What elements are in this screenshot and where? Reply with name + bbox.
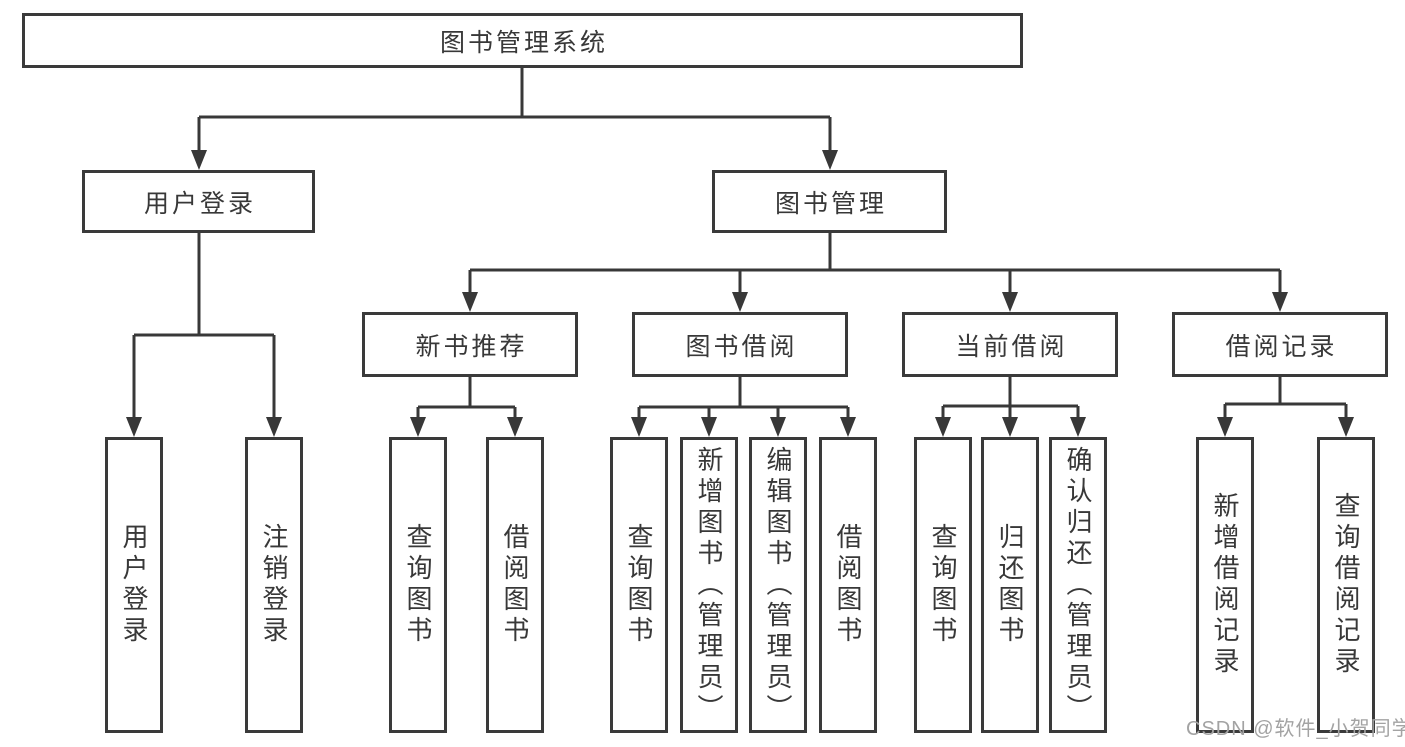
node-label: 查询图书 <box>624 523 654 647</box>
connector-bookborrow-to-leaves <box>631 377 856 437</box>
connector-root-to-level2 <box>191 68 838 170</box>
connector-borrowrecords-to-leaves <box>1217 377 1354 437</box>
leaf-add-books-admin: 新增图书（管理员） <box>680 437 738 733</box>
leaf-query-borrow-record: 查询借阅记录 <box>1317 437 1375 733</box>
leaf-borrow-books-recommend: 借阅图书 <box>486 437 544 733</box>
node-label: 用户登录 <box>143 189 256 218</box>
watermark-csdn: CSDN @软件_小贺同学 <box>1186 718 1405 740</box>
node-label: 新增图书（管理员） <box>694 445 724 725</box>
node-label: 查询图书 <box>403 523 433 647</box>
connector-currentborrow-to-leaves <box>935 377 1086 437</box>
leaf-add-borrow-record: 新增借阅记录 <box>1196 437 1254 733</box>
node-label: 新书推荐 <box>415 332 528 361</box>
node-label: 用户登录 <box>119 523 149 647</box>
connector-newbook-to-leaves <box>410 377 523 437</box>
leaf-query-books-current: 查询图书 <box>914 437 972 733</box>
node-user-login: 用户登录 <box>82 170 315 233</box>
leaf-user-login: 用户登录 <box>105 437 163 733</box>
node-label: 图书管理 <box>774 189 887 218</box>
node-library-management-system: 图书管理系统 <box>22 13 1023 68</box>
node-label: 注销登录 <box>259 523 289 647</box>
node-book-management: 图书管理 <box>712 170 947 233</box>
leaf-query-books-borrow: 查询图书 <box>610 437 668 733</box>
node-label: 查询借阅记录 <box>1331 492 1361 678</box>
node-label: 图书借阅 <box>685 332 798 361</box>
leaf-edit-books-admin: 编辑图书（管理员） <box>749 437 807 733</box>
leaf-borrow-books: 借阅图书 <box>819 437 877 733</box>
node-label: 查询图书 <box>928 523 958 647</box>
node-borrowing-records: 借阅记录 <box>1172 312 1388 377</box>
connector-userlogin-to-leaves <box>126 233 282 437</box>
node-label: 借阅图书 <box>833 523 863 647</box>
node-label: 归还图书 <box>995 523 1025 647</box>
node-label: 借阅记录 <box>1225 332 1338 361</box>
node-label: 新增借阅记录 <box>1210 492 1240 678</box>
node-label: 图书管理系统 <box>439 28 608 57</box>
node-current-borrowing: 当前借阅 <box>902 312 1118 377</box>
node-label: 当前借阅 <box>955 332 1068 361</box>
connector-bookmgmt-to-level3 <box>462 233 1288 312</box>
node-label: 借阅图书 <box>500 523 530 647</box>
leaf-query-books-recommend: 查询图书 <box>389 437 447 733</box>
node-book-borrowing: 图书借阅 <box>632 312 848 377</box>
leaf-return-books: 归还图书 <box>981 437 1039 733</box>
node-label: 确认归还（管理员） <box>1063 445 1093 725</box>
leaf-confirm-return-admin: 确认归还（管理员） <box>1049 437 1107 733</box>
node-new-book-recommendation: 新书推荐 <box>362 312 578 377</box>
node-label: 编辑图书（管理员） <box>763 445 793 725</box>
leaf-logout: 注销登录 <box>245 437 303 733</box>
